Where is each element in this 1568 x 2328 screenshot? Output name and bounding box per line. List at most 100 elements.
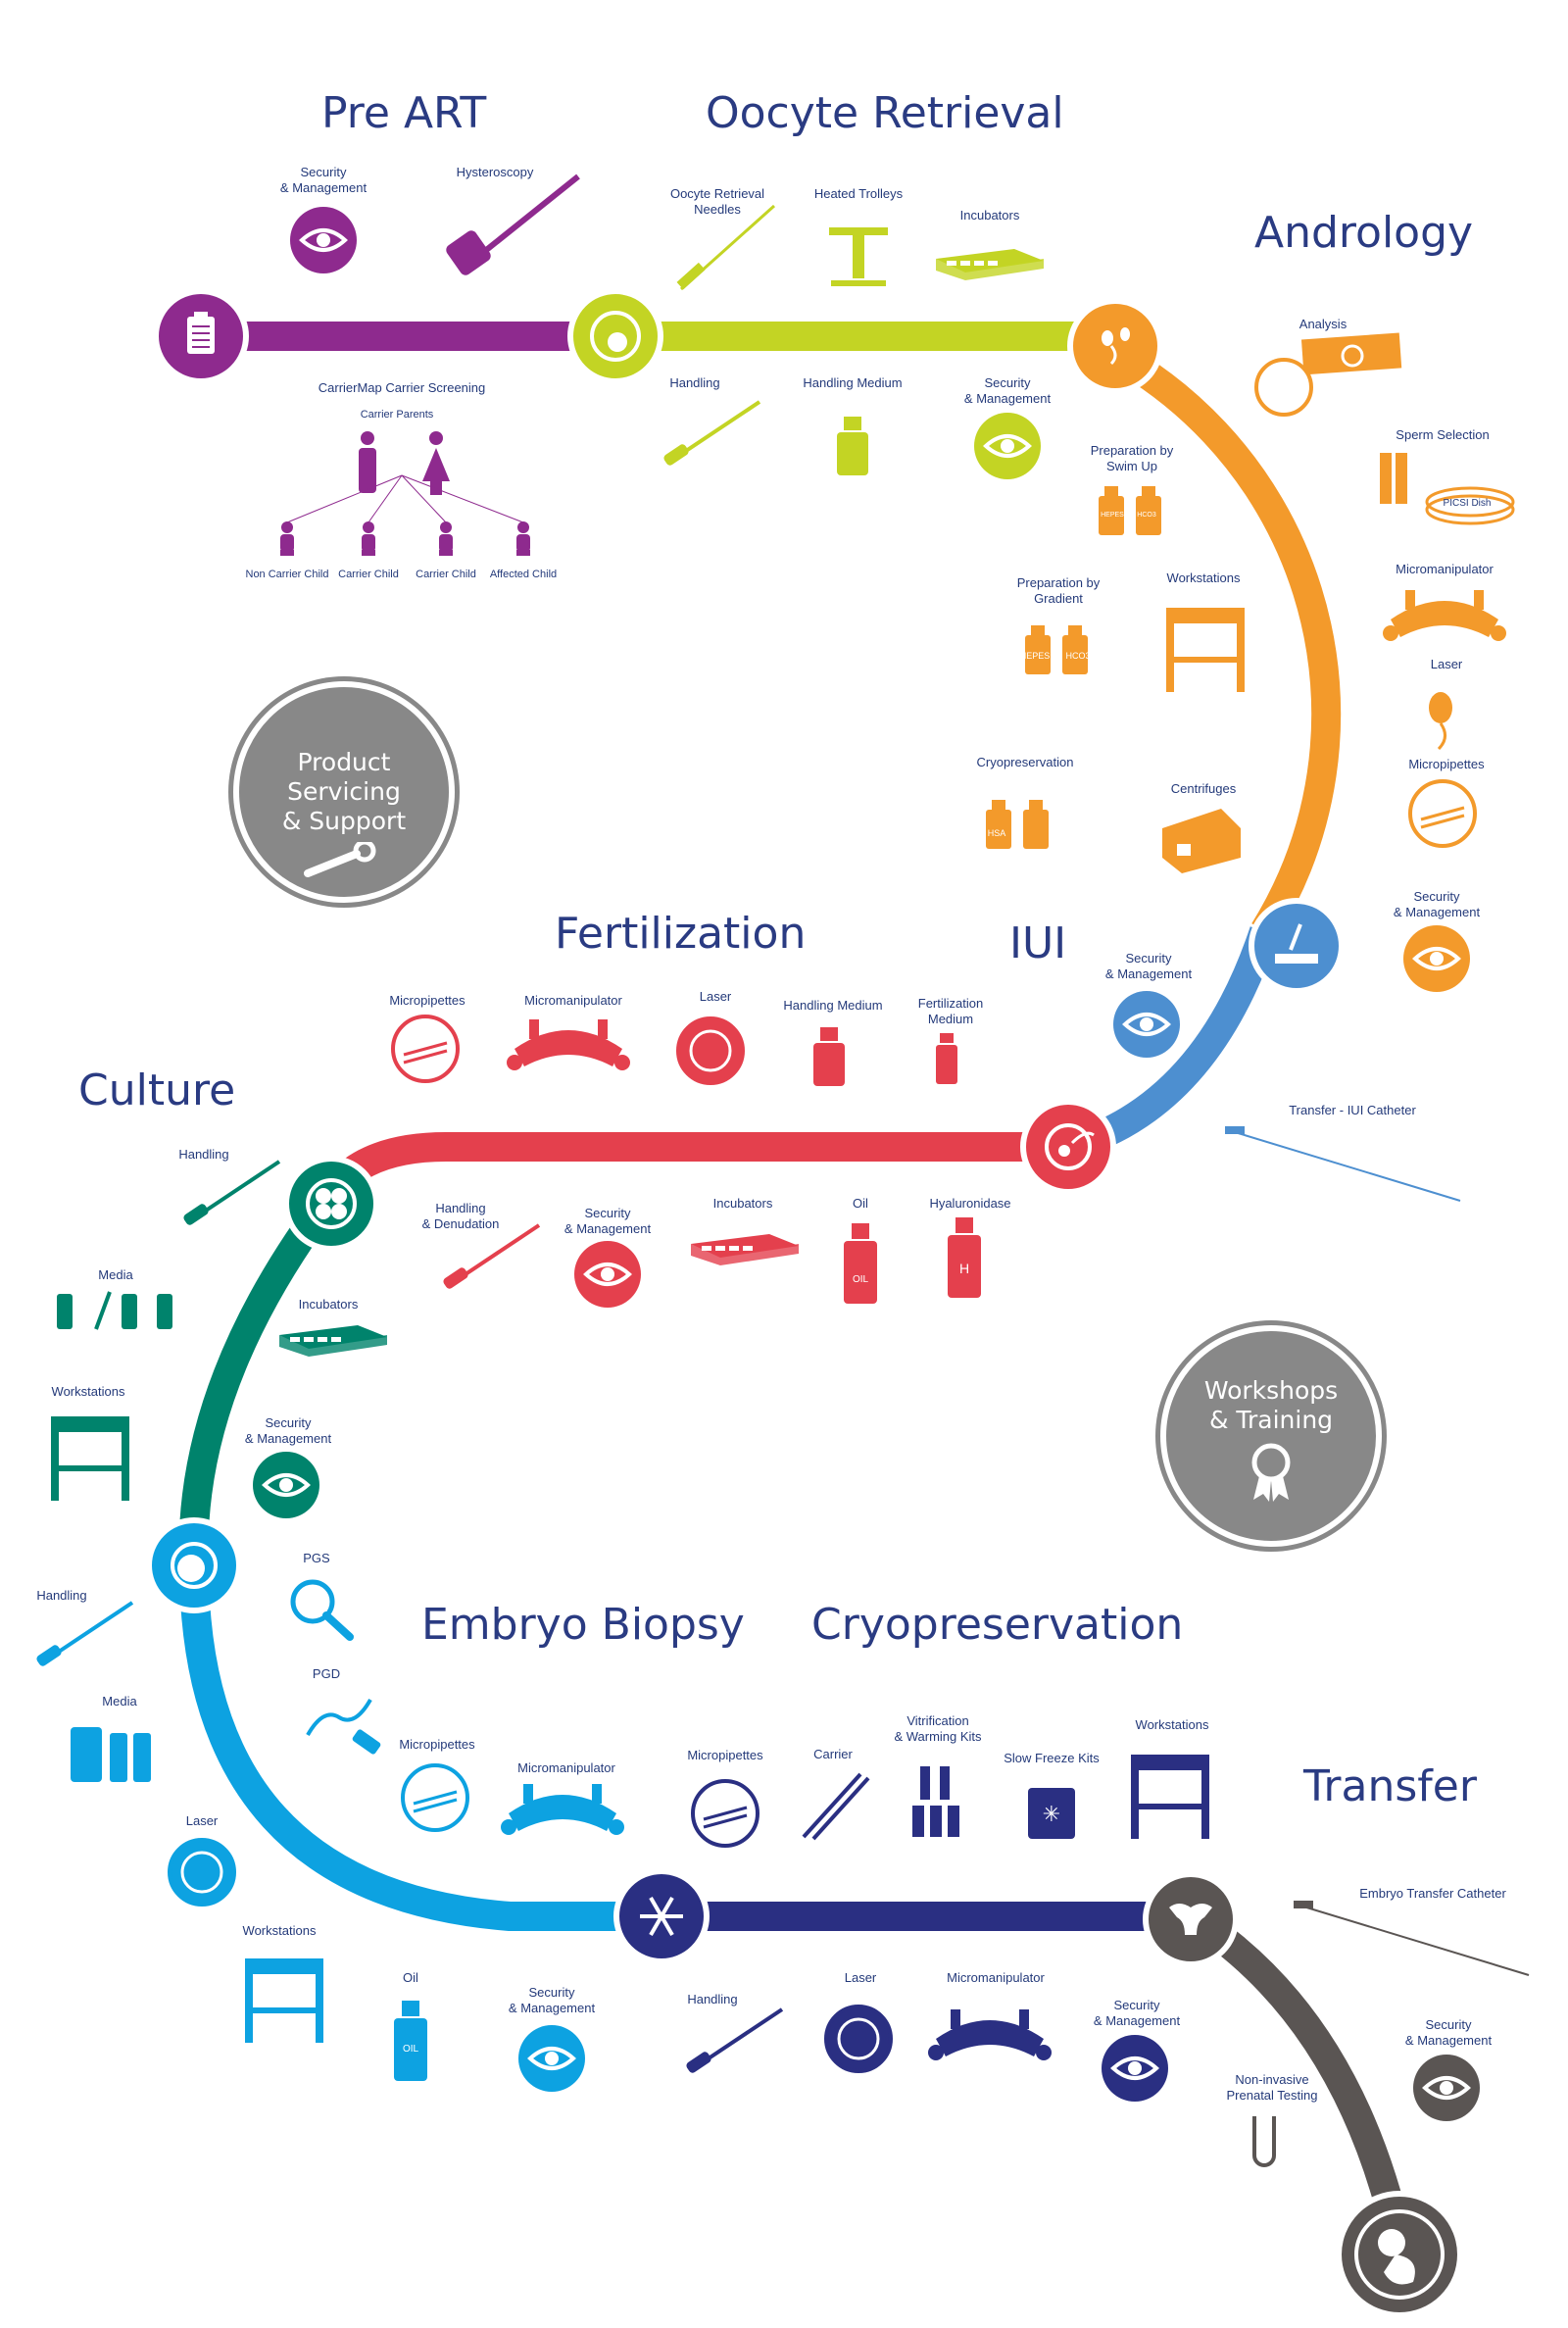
pipette-icon[interactable] bbox=[662, 400, 761, 467]
eye-icon[interactable] bbox=[253, 1452, 319, 1518]
micropipette-icon[interactable] bbox=[401, 1763, 469, 1832]
label-oo-medium: Handling Medium bbox=[803, 375, 903, 390]
node-cryo[interactable] bbox=[613, 1868, 710, 1964]
tubes-icon[interactable] bbox=[1380, 453, 1407, 504]
testtube-icon[interactable] bbox=[1252, 2116, 1276, 2167]
media2-icon[interactable] bbox=[71, 1727, 151, 1782]
centrifuge-icon[interactable] bbox=[1162, 809, 1241, 873]
node-fertilization[interactable] bbox=[1020, 1099, 1116, 1195]
eye-icon[interactable] bbox=[574, 1241, 641, 1308]
node-transfer[interactable] bbox=[1143, 1871, 1239, 1967]
label-eb-pgs: PGS bbox=[303, 1551, 330, 1565]
catheter-icon[interactable] bbox=[1294, 1901, 1530, 1976]
pipette-icon[interactable] bbox=[182, 1160, 281, 1226]
label-cr-handling: Handling bbox=[687, 1992, 738, 2006]
child-icon[interactable] bbox=[439, 521, 453, 556]
title-transfer: Transfer bbox=[1303, 1761, 1477, 1811]
tag-eb-oil: OIL bbox=[402, 2044, 419, 2055]
label-an-micromanipulator: Micromanipulator bbox=[1396, 562, 1494, 576]
laser-icon[interactable] bbox=[676, 1016, 745, 1085]
bottles2-icon[interactable] bbox=[1099, 486, 1161, 535]
workstation-icon[interactable] bbox=[245, 1958, 323, 2043]
label-cu-handling: Handling bbox=[178, 1147, 229, 1162]
workstation-icon[interactable] bbox=[1166, 608, 1245, 692]
label-cr-workstations: Workstations bbox=[1135, 1717, 1209, 1732]
vials-icon[interactable] bbox=[912, 1766, 959, 1837]
eye-icon[interactable] bbox=[1403, 925, 1470, 992]
node-iui[interactable] bbox=[1249, 898, 1345, 994]
dna-icon[interactable] bbox=[306, 1698, 381, 1756]
fertilized-egg-icon bbox=[1045, 1123, 1095, 1170]
bottle-small-icon[interactable] bbox=[936, 1033, 957, 1084]
bottle-icon[interactable] bbox=[837, 417, 868, 475]
node-andrology[interactable] bbox=[1067, 298, 1163, 394]
catheter-icon[interactable] bbox=[1225, 1126, 1461, 1202]
eye-icon[interactable] bbox=[1413, 2055, 1480, 2121]
laser-icon[interactable] bbox=[168, 1838, 236, 1907]
micromanip-icon[interactable] bbox=[507, 1019, 630, 1070]
label-carrier-child-1: Carrier Child bbox=[338, 569, 399, 580]
eye-icon[interactable] bbox=[974, 413, 1041, 479]
workstation-icon[interactable] bbox=[1131, 1755, 1209, 1839]
sperm-icon[interactable] bbox=[1429, 692, 1452, 751]
node-culture[interactable] bbox=[283, 1156, 379, 1252]
trolley-icon[interactable] bbox=[829, 227, 888, 286]
eye-icon[interactable] bbox=[1113, 991, 1180, 1058]
child-icon[interactable] bbox=[516, 521, 530, 556]
laser-icon[interactable] bbox=[824, 2005, 893, 2073]
incubator-icon[interactable] bbox=[691, 1234, 799, 1265]
title-cryopreservation: Cryopreservation bbox=[811, 1600, 1184, 1650]
workshops-training-badge[interactable]: Workshops & Training bbox=[1160, 1325, 1382, 1547]
bottle-h-icon[interactable] bbox=[948, 1217, 981, 1298]
product-servicing-badge[interactable]: Product Servicing & Support bbox=[233, 681, 455, 903]
micromanip-icon[interactable] bbox=[1383, 590, 1506, 641]
biopsy-cell-icon bbox=[171, 1542, 218, 1589]
label-picsi-dish: PICSI Dish bbox=[1443, 498, 1492, 509]
micromanip-icon[interactable] bbox=[501, 1784, 624, 1835]
node-biopsy[interactable] bbox=[146, 1517, 242, 1613]
magnifier-icon[interactable] bbox=[290, 1579, 354, 1641]
micropipette-icon[interactable] bbox=[691, 1779, 760, 1848]
tag-fe-oil: OIL bbox=[852, 1274, 869, 1285]
eye-icon[interactable] bbox=[1102, 2035, 1168, 2102]
pipette-icon[interactable] bbox=[35, 1601, 134, 1667]
slide-icon[interactable] bbox=[1254, 332, 1402, 417]
bottles2-icon[interactable] bbox=[1025, 625, 1088, 674]
micropipette-icon[interactable] bbox=[391, 1015, 460, 1083]
eye-icon[interactable] bbox=[518, 2025, 585, 2092]
title-pre-art: Pre ART bbox=[321, 88, 487, 138]
bottle-oil-icon[interactable] bbox=[394, 2001, 427, 2081]
hysteroscope-icon[interactable] bbox=[444, 173, 580, 277]
oocyte-icon bbox=[590, 311, 641, 362]
label-fe-denudation: Handling & Denudation bbox=[421, 1201, 500, 1232]
label-iui-catheter: Transfer - IUI Catheter bbox=[1289, 1103, 1416, 1117]
micromanip-icon[interactable] bbox=[928, 2009, 1052, 2060]
child-icon[interactable] bbox=[362, 521, 375, 556]
node-baby[interactable] bbox=[1336, 2191, 1463, 2318]
micropipette-icon[interactable] bbox=[1408, 779, 1477, 848]
dish-icon[interactable] bbox=[1425, 486, 1515, 525]
eye-icon[interactable] bbox=[290, 207, 357, 273]
media-icon[interactable] bbox=[57, 1291, 172, 1330]
child-icon[interactable] bbox=[280, 521, 294, 556]
incubator-icon[interactable] bbox=[936, 249, 1044, 280]
bottles2-icon[interactable] bbox=[986, 800, 1049, 849]
tag-hco3-2: HCO3 bbox=[1065, 651, 1091, 661]
label-pre-security: Security & Management bbox=[279, 165, 368, 196]
incubator-icon[interactable] bbox=[279, 1325, 387, 1357]
node-oocyte[interactable] bbox=[567, 288, 663, 384]
bottle-oil-icon[interactable] bbox=[844, 1223, 877, 1304]
label-eb-security: Security & Management bbox=[508, 1985, 596, 2016]
bottle-icon[interactable] bbox=[813, 1027, 845, 1086]
carrier-icon[interactable] bbox=[802, 1772, 870, 1841]
workstation-icon[interactable] bbox=[51, 1416, 129, 1501]
people-icon[interactable] bbox=[286, 431, 524, 523]
node-pre-art[interactable] bbox=[153, 288, 249, 384]
workshops-training-label: Workshops & Training bbox=[1203, 1376, 1339, 1434]
wrench-icon bbox=[304, 839, 376, 877]
pipette-icon[interactable] bbox=[442, 1223, 541, 1290]
needle-icon[interactable] bbox=[676, 204, 776, 291]
freezekit-icon[interactable]: ✳ bbox=[1028, 1788, 1075, 1839]
pipette-icon[interactable] bbox=[685, 2007, 784, 2074]
